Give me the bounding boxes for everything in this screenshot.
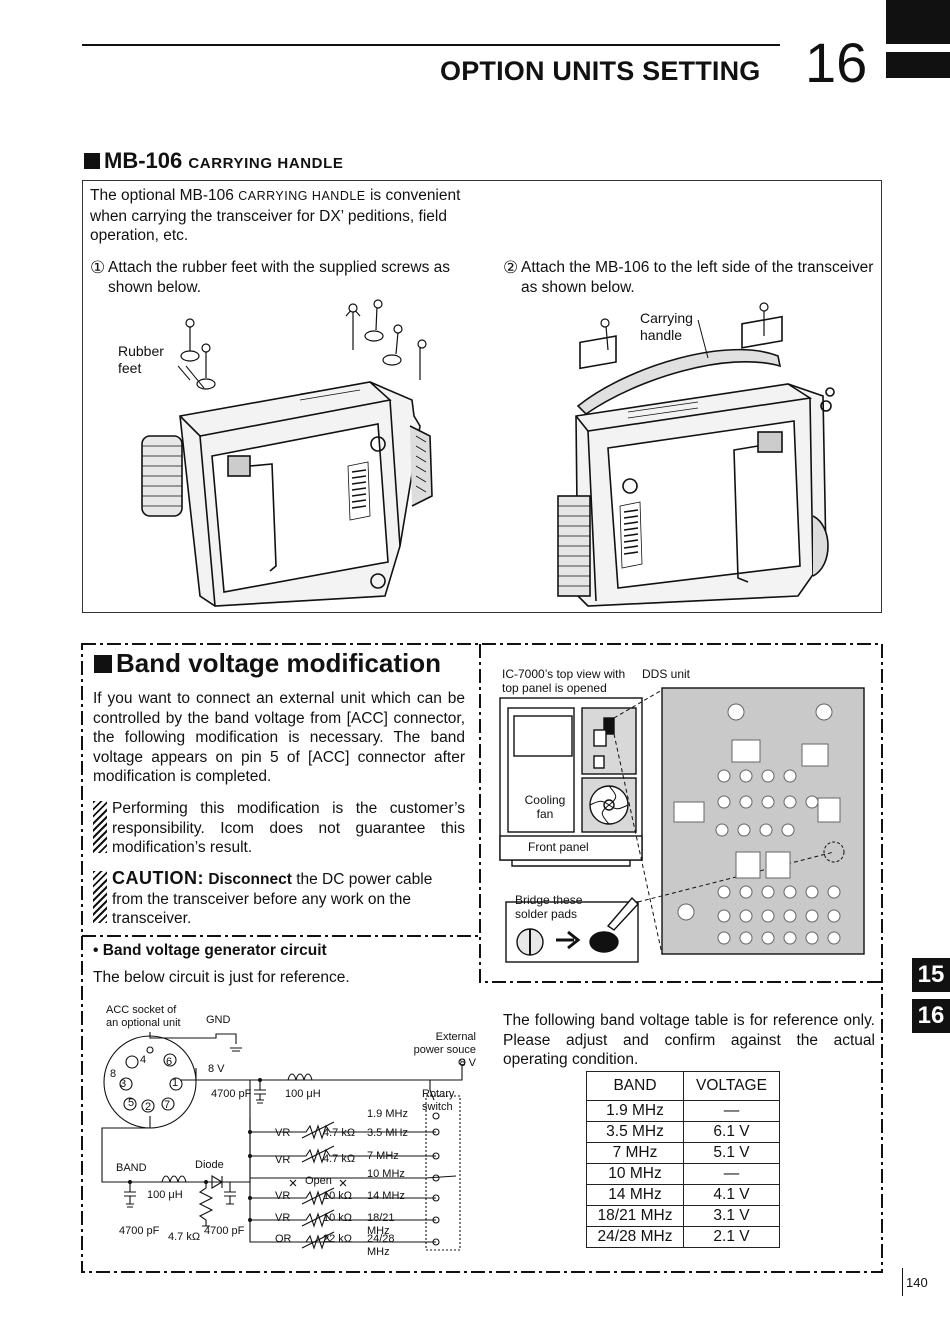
label-carrying-handle: Carrying handle xyxy=(640,310,693,343)
page-number: 140 xyxy=(906,1275,928,1290)
table-row: 1.9 MHz— xyxy=(586,1100,780,1122)
modification-dashed-frame xyxy=(81,643,883,1273)
table-intro: The following band voltage table is for … xyxy=(503,1012,875,1068)
section-heading-band-voltage: Band voltage modification xyxy=(94,648,441,679)
label-rubber-feet: Rubber feet xyxy=(118,343,164,376)
label-band: BAND xyxy=(116,1162,147,1174)
acc-pin-6: 6 xyxy=(166,1056,173,1068)
acc-pin-2: 2 xyxy=(145,1101,152,1113)
note-responsibility: Performing this modification is the cust… xyxy=(93,799,465,858)
heading-subtitle: carrying handle xyxy=(188,155,344,172)
chapter-tab-upper xyxy=(886,0,950,44)
circuit-row-2: VR 4.7 kΩ 3.5 MHz xyxy=(275,1127,408,1139)
label-ind1: 100 μH xyxy=(285,1088,321,1100)
table-header-voltage: VOLTAGE xyxy=(683,1071,780,1101)
label-8v: 8 V xyxy=(208,1063,225,1075)
label-front-panel: Front panel xyxy=(528,840,589,854)
caution-hatch-icon xyxy=(93,871,107,923)
caution-block: CAUTION: Disconnect the DC power cable f… xyxy=(93,868,465,929)
acc-pin-5: 5 xyxy=(128,1097,135,1109)
label-bridge-pads: Bridge these solder pads xyxy=(515,893,583,921)
label-topview: IC-7000’s top view with top panel is ope… xyxy=(502,667,626,695)
step-2: ② Attach the MB-106 to the left side of … xyxy=(503,258,874,296)
table-header-band: BAND xyxy=(586,1071,684,1101)
label-dds-unit: DDS unit xyxy=(642,667,691,681)
label-cooling-fan: Cooling fan xyxy=(524,793,566,821)
label-ind2: 100 μH xyxy=(147,1189,183,1201)
step-1: ① Attach the rubber feet with the suppli… xyxy=(90,258,451,296)
acc-pin-3: 3 xyxy=(120,1078,127,1090)
header-rule xyxy=(82,44,780,46)
sub-heading-circuit: • Band voltage generator circuit xyxy=(93,942,327,959)
circuit-row-6: VR 10 kΩ 18/21 MHz xyxy=(275,1212,395,1237)
label-cap1: 4700 pF xyxy=(211,1088,252,1100)
band-voltage-intro: If you want to connect an external unit … xyxy=(93,690,465,785)
circuit-row-5: VR 10 kΩ 14 MHz xyxy=(275,1190,405,1202)
mb106-intro: The optional MB-106 carrying handle is c… xyxy=(90,187,461,244)
table-row: 10 MHz— xyxy=(586,1163,780,1185)
acc-pin-7: 7 xyxy=(164,1099,171,1111)
section-heading-mb106: MB-106 carrying handle xyxy=(84,148,344,174)
note-hatch-icon xyxy=(93,801,107,853)
mb106-box xyxy=(82,180,882,613)
label-gnd: GND xyxy=(206,1014,231,1026)
acc-pin-8: 8 xyxy=(110,1068,117,1080)
table-header-row: BAND VOLTAGE xyxy=(586,1071,780,1101)
band-voltage-circuit xyxy=(101,1032,466,1251)
label-diode: Diode xyxy=(195,1159,224,1171)
circuit-row-4: 10 MHz xyxy=(367,1168,405,1180)
label-res1: 4.7 kΩ xyxy=(168,1231,201,1243)
carrying-handle-illustration xyxy=(557,302,835,607)
acc-pin-4: 4 xyxy=(140,1054,147,1066)
page-title: OPTION UNITS SETTING xyxy=(440,56,761,86)
dds-top-view-diagram xyxy=(499,687,865,963)
rubber-feet-illustration xyxy=(141,299,433,607)
side-tab-16[interactable]: 16 xyxy=(912,999,950,1033)
chapter-tab-lower xyxy=(886,52,950,78)
chapter-number: 16 xyxy=(805,31,868,94)
label-external-power: External power souce 8 V xyxy=(413,1031,476,1069)
circuit-row-1: 1.9 MHz xyxy=(367,1108,408,1120)
side-tab-15[interactable]: 15 xyxy=(912,958,950,992)
sub-text-circuit: The below circuit is just for reference. xyxy=(93,969,350,986)
page-number-rule xyxy=(902,1268,903,1296)
label-cap3: 4700 pF xyxy=(204,1225,245,1237)
label-cap2: 4700 pF xyxy=(119,1225,160,1237)
heading-bullet xyxy=(84,153,100,169)
heading-bullet xyxy=(94,655,112,673)
label-acc-socket: ACC socket of an optional unit xyxy=(106,1004,181,1029)
acc-pin-1: 1 xyxy=(172,1077,179,1089)
